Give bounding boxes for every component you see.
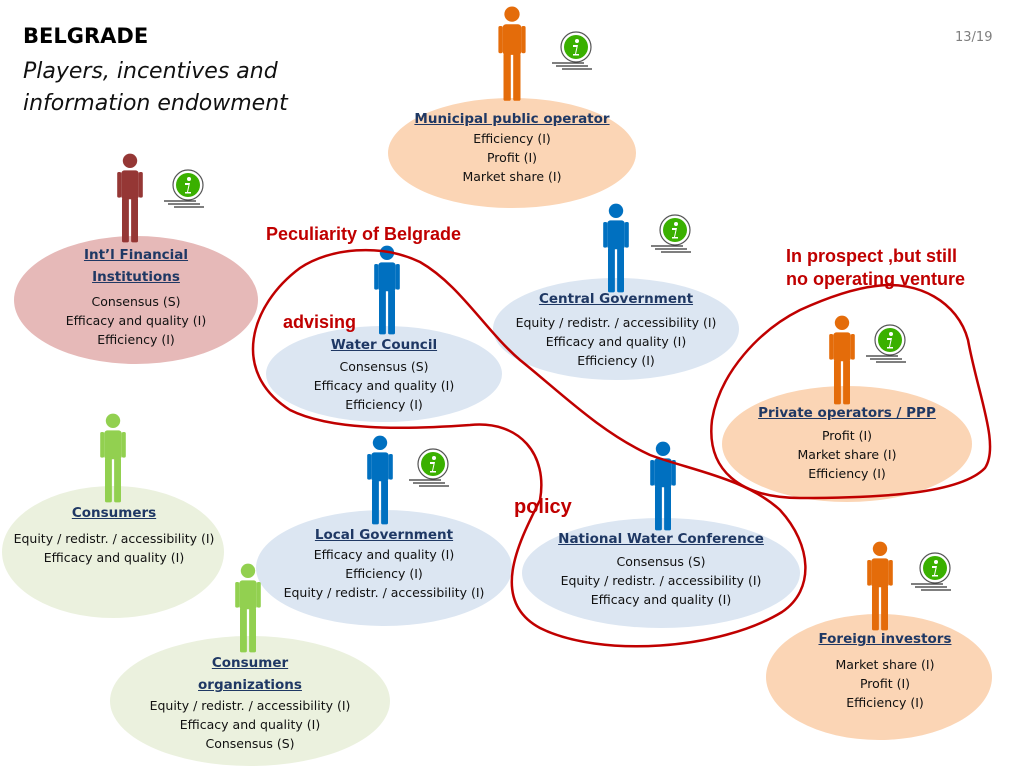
person-icon-water-council: [374, 245, 400, 335]
info-icon-municipal: [551, 31, 593, 70]
player-nwc: National Water Conference Consensus (S) …: [522, 530, 800, 609]
person-icon-municipal: [498, 6, 526, 101]
info-icon-foreign: [910, 552, 952, 591]
note-prospect-line2: no operating venture: [786, 269, 966, 289]
player-municipal: Municipal public operator Efficiency (I)…: [388, 110, 636, 186]
info-icon-central: [650, 214, 692, 253]
note-advising: advising: [283, 312, 357, 332]
player-name-consumer-org-line1: Consumer: [211, 655, 289, 671]
incentive: Market share (I): [835, 657, 935, 672]
incentive: Profit (I): [486, 150, 538, 165]
incentive: Consensus (S): [205, 736, 295, 751]
player-name-consumers: Consumers: [71, 505, 157, 521]
incentive: Profit (I): [821, 428, 873, 443]
note-policy: policy: [514, 496, 572, 518]
ellipse-local: [256, 510, 512, 626]
note-prospect: In prospect ,but still no operating vent…: [786, 245, 965, 291]
incentive: Efficiency (I): [345, 566, 423, 581]
ellipse-nwc: [522, 518, 800, 628]
note-peculiarity: Peculiarity of Belgrade: [266, 224, 462, 244]
incentive: Efficacy and quality (I): [590, 592, 732, 607]
incentive: Equity / redistr. / accessibility (I): [283, 585, 485, 600]
person-icon-foreign: [867, 541, 893, 631]
player-central: Central Government Equity / redistr. / a…: [493, 290, 739, 370]
player-name-municipal: Municipal public operator: [414, 111, 610, 127]
incentive: Market share (I): [462, 169, 562, 184]
player-name-ifi-line1: Int’l Financial: [83, 247, 189, 263]
incentive: Efficacy and quality (I): [43, 550, 185, 565]
incentive: Efficacy and quality (I): [313, 378, 455, 393]
incentive: Efficacy and quality (I): [65, 313, 207, 328]
info-icon-local: [408, 448, 450, 487]
ellipse-consumers: [2, 486, 224, 618]
slide-subtitle: Players, incentives and information endo…: [23, 59, 288, 116]
person-icon-nwc: [650, 441, 676, 531]
player-name-water-council: Water Council: [330, 337, 438, 353]
ellipse-ifi: [14, 236, 258, 364]
person-icon-local: [367, 435, 393, 525]
outline-private-prospect: [710, 283, 992, 500]
incentive: Profit (I): [859, 676, 911, 691]
incentive: Consensus (S): [339, 359, 429, 374]
player-local: Local Government Efficacy and quality (I…: [256, 526, 512, 602]
incentive: Market share (I): [797, 447, 897, 462]
info-icon-ifi: [163, 169, 205, 208]
incentive: Consensus (S): [91, 294, 181, 309]
incentive: Equity / redistr. / accessibility (I): [560, 573, 762, 588]
ellipse-consumer-org: [110, 636, 390, 766]
slide-title: BELGRADE: [23, 24, 149, 48]
player-water-council: Water Council Consensus (S) Efficacy and…: [266, 336, 502, 414]
player-name-foreign: Foreign investors: [818, 631, 952, 647]
ellipse-municipal: [388, 98, 636, 208]
incentive: Efficiency (I): [97, 332, 175, 347]
incentive: Consensus (S): [616, 554, 706, 569]
player-name-central: Central Government: [538, 291, 694, 307]
person-icon-central: [603, 203, 629, 293]
player-foreign: Foreign investors Market share (I) Profi…: [766, 630, 1004, 712]
player-ifi: Int’l Financial Institutions Consensus (…: [14, 244, 258, 349]
person-icon-ifi: [117, 153, 143, 243]
info-icon-private: [865, 324, 907, 363]
ellipse-central: [493, 278, 739, 380]
incentive: Efficiency (I): [345, 397, 423, 412]
incentive: Efficiency (I): [808, 466, 886, 481]
incentive: Equity / redistr. / accessibility (I): [515, 315, 717, 330]
incentive: Efficiency (I): [846, 695, 924, 710]
incentive: Efficacy and quality (I): [545, 334, 687, 349]
player-name-ifi-line2: Institutions: [92, 269, 180, 285]
player-name-private: Private operators / PPP: [758, 405, 936, 421]
player-private: Private operators / PPP Profit (I) Marke…: [722, 404, 972, 483]
incentive: Efficacy and quality (I): [313, 547, 455, 562]
incentive: Equity / redistr. / accessibility (I): [149, 698, 351, 713]
player-name-consumer-org-line2: organizations: [198, 677, 302, 693]
ellipse-foreign: [766, 614, 992, 740]
incentive: Equity / redistr. / accessibility (I): [13, 531, 215, 546]
page-number: 13/19: [955, 30, 993, 45]
incentive: Efficiency (I): [473, 131, 551, 146]
ellipse-water-council: [266, 326, 502, 422]
ellipse-private: [722, 386, 972, 502]
incentive: Efficacy and quality (I): [179, 717, 321, 732]
person-icon-private: [829, 315, 855, 405]
player-name-local: Local Government: [314, 527, 454, 543]
incentive: Efficiency (I): [577, 353, 655, 368]
player-consumer-org: Consumer organizations Equity / redistr.…: [110, 652, 390, 753]
player-consumers: Consumers Equity / redistr. / accessibil…: [0, 504, 228, 567]
note-prospect-line1: In prospect ,but still: [786, 246, 958, 266]
player-name-nwc: National Water Conference: [558, 531, 764, 547]
person-icon-consumers: [100, 413, 126, 503]
outline-policy-group: [251, 248, 807, 648]
